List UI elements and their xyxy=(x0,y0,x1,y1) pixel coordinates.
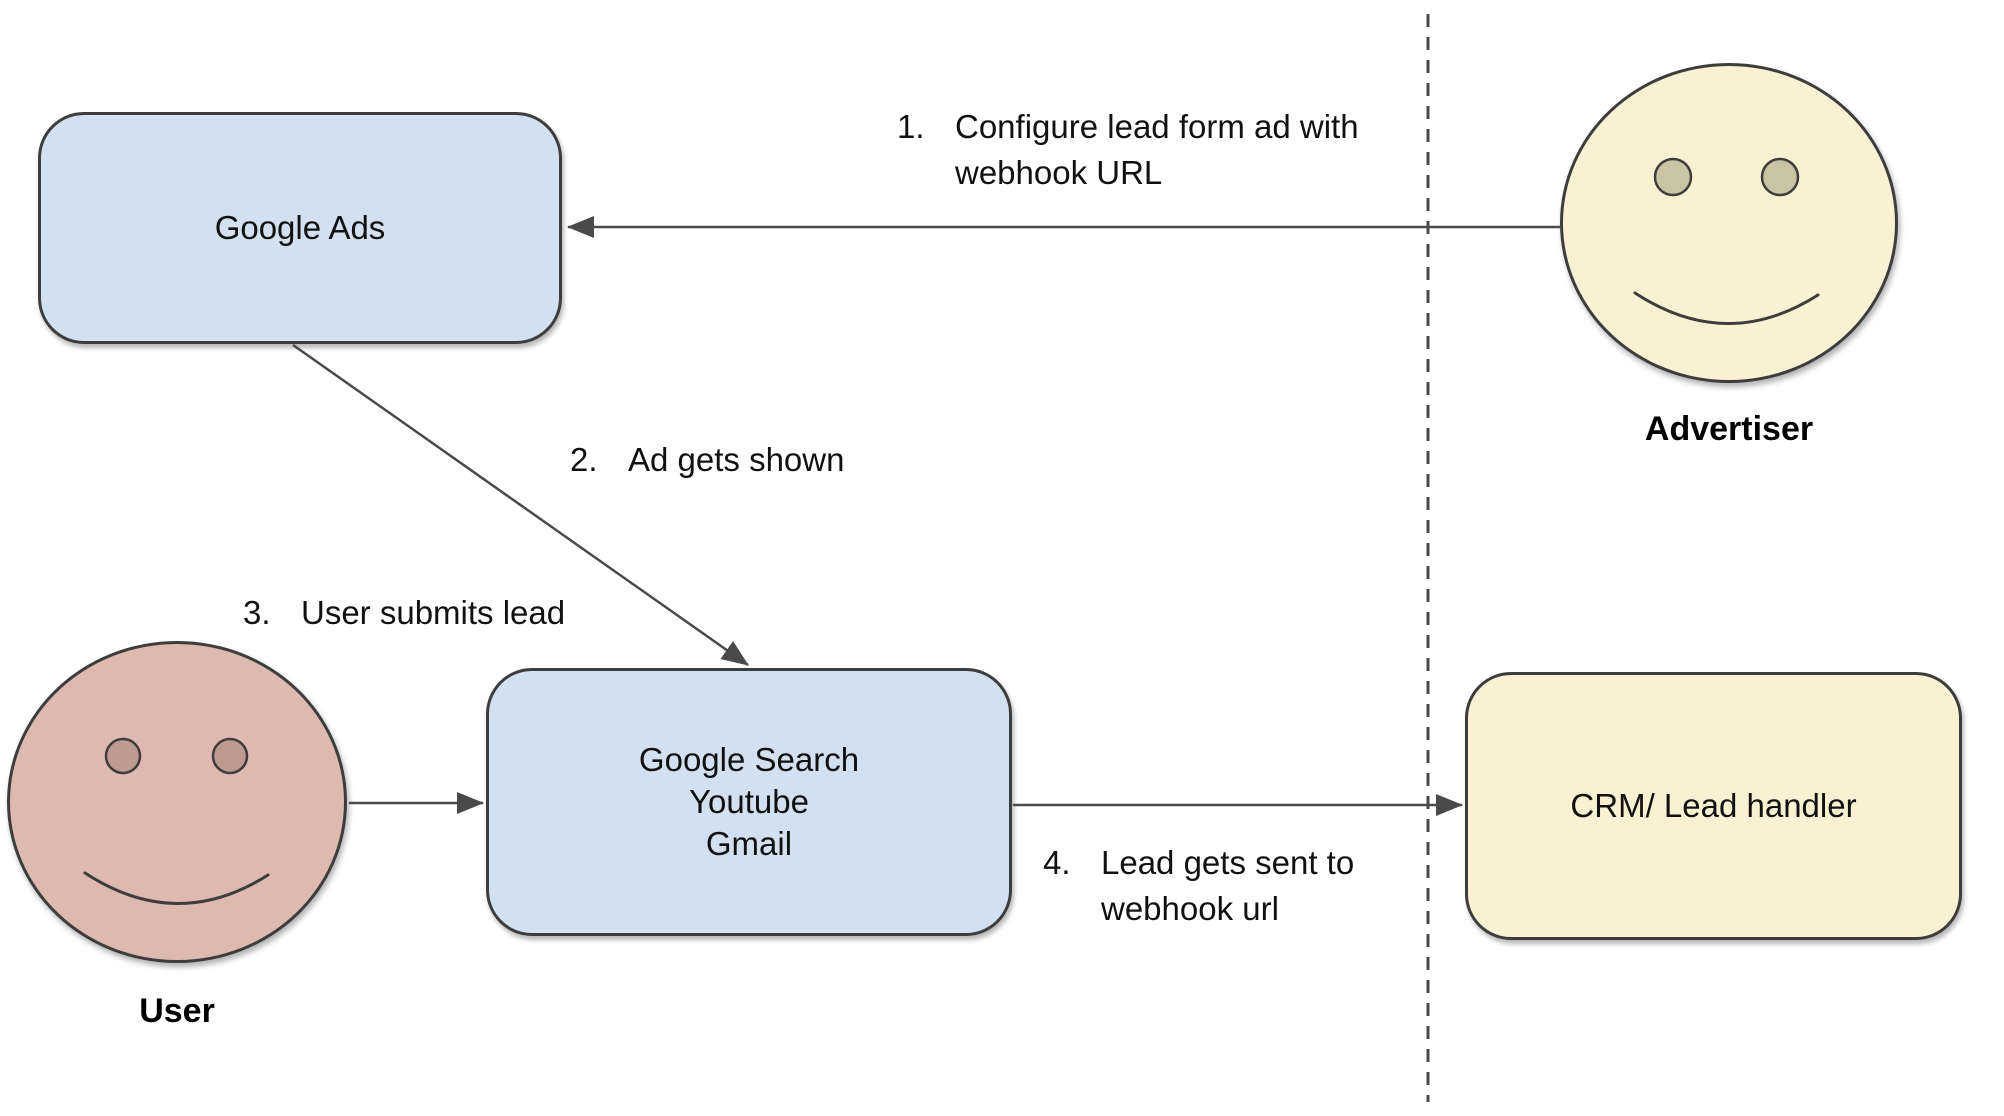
channel-youtube: Youtube xyxy=(689,783,809,820)
step-1-label: 1. Configure lead form ad with webhook U… xyxy=(897,104,1359,196)
node-crm-lead-handler: CRM/ Lead handler xyxy=(1465,672,1962,940)
node-google-ads-label: Google Ads xyxy=(214,209,386,246)
channel-gmail: Gmail xyxy=(705,825,793,862)
user-left-eye xyxy=(104,737,142,775)
step-2-label: 2. Ad gets shown xyxy=(570,437,844,483)
node-crm-label: CRM/ Lead handler xyxy=(1570,787,1857,824)
step-1-text: Configure lead form ad with webhook URL xyxy=(955,108,1359,191)
step-2-number: 2. xyxy=(570,441,598,478)
step-3-label: 3. User submits lead xyxy=(243,590,565,636)
step-3-number: 3. xyxy=(243,594,271,631)
step-4-number: 4. xyxy=(1043,844,1071,881)
advertiser-face-icon xyxy=(1560,63,1898,383)
node-google-channels-label: Google Search Youtube Gmail xyxy=(639,739,859,865)
user-face-features xyxy=(83,737,270,905)
step-4-text: Lead gets sent to webhook url xyxy=(1101,844,1355,927)
channel-google-search: Google Search xyxy=(638,741,860,778)
node-google-channels: Google Search Youtube Gmail xyxy=(486,668,1012,936)
user-label: User xyxy=(139,992,215,1030)
user-smile xyxy=(83,871,270,905)
step-4-label: 4. Lead gets sent to webhook url xyxy=(1043,840,1354,932)
advertiser-right-eye xyxy=(1760,157,1800,197)
node-google-ads: Google Ads xyxy=(38,112,562,344)
user-face-icon xyxy=(7,641,347,963)
advertiser-left-eye xyxy=(1653,157,1693,197)
advertiser-label: Advertiser xyxy=(1644,410,1814,448)
step-2-text: Ad gets shown xyxy=(628,441,845,478)
user-right-eye xyxy=(211,737,249,775)
step-1-number: 1. xyxy=(897,108,925,145)
advertiser-face-features xyxy=(1633,157,1820,325)
advertiser-smile xyxy=(1633,291,1820,325)
step-3-text: User submits lead xyxy=(301,594,566,631)
